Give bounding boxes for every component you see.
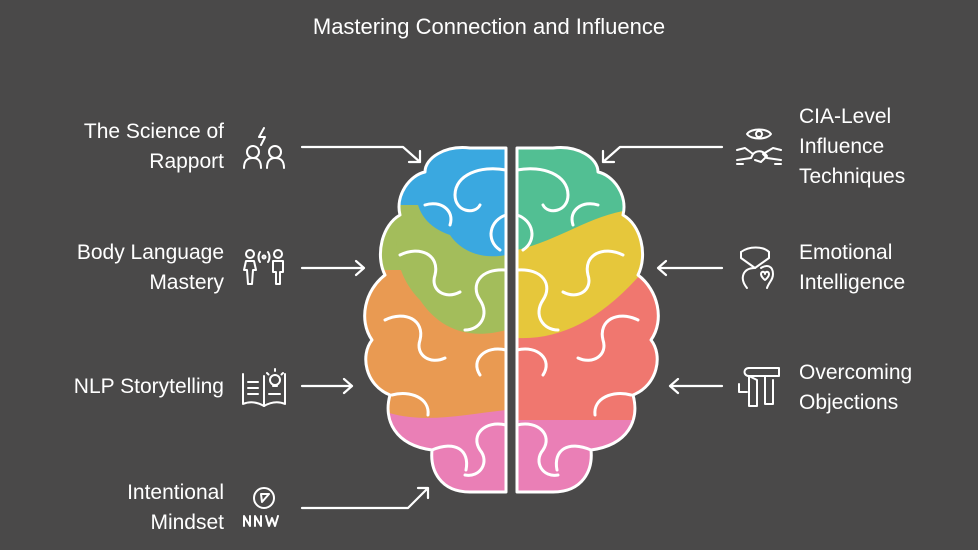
storytelling-icon [242, 368, 286, 407]
body-language-icon [243, 249, 284, 285]
emotional-icon [740, 246, 774, 289]
arrow-body-language [300, 259, 366, 277]
label-body-language-mastery: Body Language Mastery [76, 241, 224, 294]
arrow-mindset [300, 486, 430, 510]
label-intentional-mindset: Intentional Mindset [127, 481, 224, 534]
label-science-of-rapport: The Science of Rapport [83, 120, 224, 173]
arrow-objections [668, 377, 724, 395]
arrow-rapport [300, 145, 422, 164]
label-cia-level-influence: CIA-Level Influence Techniques [799, 105, 906, 188]
brain-region-objections [517, 275, 659, 420]
arrow-emotional [656, 259, 724, 277]
objections-icon [738, 367, 780, 407]
compass-icon [243, 487, 279, 527]
label-nlp-storytelling: NLP Storytelling [73, 375, 224, 398]
arrow-influence [601, 145, 724, 164]
influence-icon [736, 128, 782, 165]
brain-region-rapport-lobe [416, 150, 506, 257]
rapport-icon [243, 127, 285, 169]
arrow-storytelling [300, 377, 354, 395]
page-title: Mastering Connection and Influence [312, 14, 666, 39]
label-overcoming-objections: Overcoming Objections [799, 361, 913, 414]
brain-region-storytelling-lobe [380, 369, 506, 418]
label-emotional-intelligence: Emotional Intelligence [799, 241, 906, 294]
